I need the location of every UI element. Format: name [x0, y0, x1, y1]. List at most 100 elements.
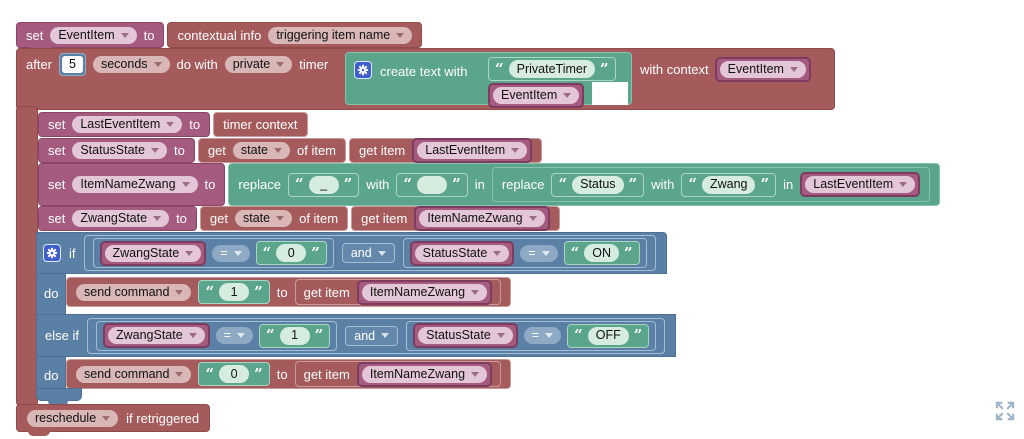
set-variable-block[interactable]: set StatusState to — [38, 138, 195, 163]
string-input[interactable]: OFF — [587, 326, 629, 345]
variable-block[interactable]: StatusState — [409, 240, 515, 266]
variable-block[interactable]: ZwangState — [99, 240, 207, 266]
string-input[interactable]: 1 — [219, 283, 250, 301]
string-input[interactable]: 0 — [276, 244, 307, 262]
string-block[interactable]: “ 1 ” — [198, 280, 270, 304]
variable-dropdown[interactable]: ZwangState — [104, 244, 202, 262]
compare-block[interactable]: StatusState = “ ON ” — [402, 238, 647, 268]
and-condition-block[interactable]: ZwangState = “ 1 ” and StatusState = “ O… — [86, 317, 666, 354]
get-item-block[interactable]: get item ItemNameZwang — [351, 206, 560, 231]
string-block-find[interactable]: “ Status ” — [551, 172, 645, 197]
string-block[interactable]: “ 0 ” — [198, 362, 270, 386]
variable-block[interactable]: ItemNameZwang — [356, 279, 493, 305]
variable-dropdown[interactable]: ItemNameZwang — [419, 210, 545, 227]
variable-block[interactable]: ItemNameZwang — [356, 361, 493, 387]
command-dropdown[interactable]: send command — [76, 365, 192, 383]
get-item-block[interactable]: get item ItemNameZwang — [294, 279, 502, 305]
timer-label: timer — [299, 57, 329, 72]
string-block[interactable]: “ 1 ” — [259, 323, 331, 348]
variable-dropdown[interactable]: ZwangState — [72, 210, 170, 227]
string-block[interactable]: “ OFF ” — [567, 323, 650, 348]
set-variable-block[interactable]: set LastEventItem to — [38, 112, 211, 137]
create-text-block[interactable]: create text with “ PrivateTimer ” EventI… — [345, 52, 632, 108]
string-block-find[interactable]: “ _ ” — [288, 172, 360, 197]
operator-dropdown[interactable]: = — [523, 327, 562, 344]
command-dropdown[interactable]: send command — [76, 283, 192, 301]
attribute-dropdown[interactable]: state — [234, 210, 293, 227]
variable-block[interactable]: ZwangState — [102, 323, 210, 348]
else-if-header[interactable]: else if ZwangState = “ 1 ” and StatusSta… — [36, 314, 677, 357]
string-input[interactable]: Zwang — [701, 175, 756, 194]
empty-input-slot[interactable] — [592, 82, 628, 105]
variable-dropdown[interactable]: EventItem — [493, 87, 580, 104]
attribute-dropdown[interactable]: state — [232, 142, 290, 159]
gear-icon[interactable] — [43, 244, 61, 262]
and-condition-block[interactable]: ZwangState = “ 0 ” and StatusState = “ O… — [83, 235, 656, 271]
variable-block-eventitem[interactable]: EventItem — [488, 83, 585, 108]
compare-block[interactable]: ZwangState = “ 1 ” — [95, 320, 338, 351]
variable-dropdown[interactable]: ItemNameZwang — [72, 176, 198, 193]
set-variable-block[interactable]: set ZwangState to — [38, 206, 197, 231]
string-input[interactable] — [417, 175, 448, 194]
timer-context-block[interactable]: timer context — [213, 112, 308, 137]
variable-block[interactable]: LastEventItem — [800, 172, 921, 197]
number-input[interactable]: 5 — [62, 56, 83, 73]
set-eventitem-block[interactable]: set EventItem to — [16, 22, 165, 48]
string-block-replacement[interactable]: “ ” — [396, 172, 468, 197]
get-state-block[interactable]: get state of item — [199, 206, 349, 231]
variable-dropdown[interactable]: LastEventItem — [417, 142, 528, 159]
variable-dropdown[interactable]: StatusState — [72, 142, 167, 159]
variable-dropdown[interactable]: ItemNameZwang — [361, 283, 488, 301]
string-block-replacement[interactable]: “ Zwang ” — [681, 172, 777, 197]
and-operator-dropdown[interactable]: and — [341, 243, 395, 263]
send-command-block[interactable]: send command “ 1 ” to get item ItemNameZ… — [66, 277, 512, 307]
string-input[interactable]: PrivateTimer — [508, 60, 596, 78]
string-input[interactable]: _ — [308, 175, 339, 194]
and-operator-dropdown[interactable]: and — [345, 325, 399, 346]
unit-dropdown[interactable]: seconds — [92, 56, 170, 73]
contextual-info-dropdown[interactable]: triggering item name — [268, 26, 413, 44]
operator-dropdown[interactable]: = — [212, 244, 250, 262]
replace-block-outer[interactable]: replace “ _ ” with “ ” in replace “ Stat… — [228, 163, 941, 206]
string-input[interactable]: 1 — [279, 326, 310, 345]
variable-dropdown-eventitem[interactable]: EventItem — [50, 26, 137, 44]
variable-block[interactable]: ItemNameZwang — [414, 206, 550, 231]
reschedule-bar[interactable]: reschedule if retriggered — [16, 404, 211, 432]
string-block[interactable]: “ 0 ” — [255, 241, 327, 265]
get-item-label: get item — [361, 211, 408, 226]
compare-block[interactable]: ZwangState = “ 0 ” — [92, 238, 334, 268]
variable-block[interactable]: StatusState — [413, 323, 518, 348]
string-block-privatetimer[interactable]: “ PrivateTimer ” — [488, 57, 616, 81]
variable-dropdown[interactable]: EventItem — [719, 61, 806, 78]
variable-dropdown[interactable]: ItemNameZwang — [361, 365, 488, 383]
string-input[interactable]: ON — [584, 244, 619, 262]
send-command-block[interactable]: send command “ 0 ” to get item ItemNameZ… — [66, 359, 512, 389]
compare-block[interactable]: StatusState = “ OFF ” — [406, 320, 657, 351]
operator-dropdown[interactable]: = — [215, 327, 253, 344]
string-input[interactable]: Status — [572, 175, 624, 194]
string-input[interactable]: 0 — [219, 365, 250, 383]
get-state-block[interactable]: get state of item — [197, 138, 347, 163]
contextual-info-block[interactable]: contextual info triggering item name — [167, 22, 423, 48]
operator-dropdown[interactable]: = — [520, 244, 558, 262]
variable-dropdown[interactable]: LastEventItem — [805, 176, 916, 193]
delay-number-block[interactable]: 5 — [59, 53, 86, 76]
if-header[interactable]: if ZwangState = “ 0 ” and StatusState = … — [36, 232, 667, 274]
variable-block[interactable]: LastEventItem — [412, 138, 533, 163]
reschedule-dropdown[interactable]: reschedule — [27, 409, 119, 427]
replace-block-inner[interactable]: replace “ Status ” with “ Zwang ” in Las… — [491, 167, 931, 202]
set-variable-block[interactable]: set ItemNameZwang to — [38, 163, 226, 206]
set-label: set — [48, 211, 66, 226]
zoom-to-fit-icon[interactable] — [992, 398, 1018, 427]
variable-dropdown[interactable]: StatusState — [414, 244, 510, 262]
gear-icon[interactable] — [354, 61, 372, 79]
variable-dropdown[interactable]: ZwangState — [107, 327, 205, 344]
variable-dropdown[interactable]: LastEventItem — [72, 116, 183, 133]
variable-block-context[interactable]: EventItem — [714, 57, 811, 82]
string-block[interactable]: “ ON ” — [563, 241, 640, 265]
timer-block-spine[interactable] — [16, 106, 38, 406]
get-item-block[interactable]: get item ItemNameZwang — [294, 361, 502, 387]
get-item-block[interactable]: get item LastEventItem — [349, 138, 543, 163]
variable-dropdown[interactable]: StatusState — [418, 327, 513, 344]
scope-dropdown[interactable]: private — [224, 56, 293, 73]
